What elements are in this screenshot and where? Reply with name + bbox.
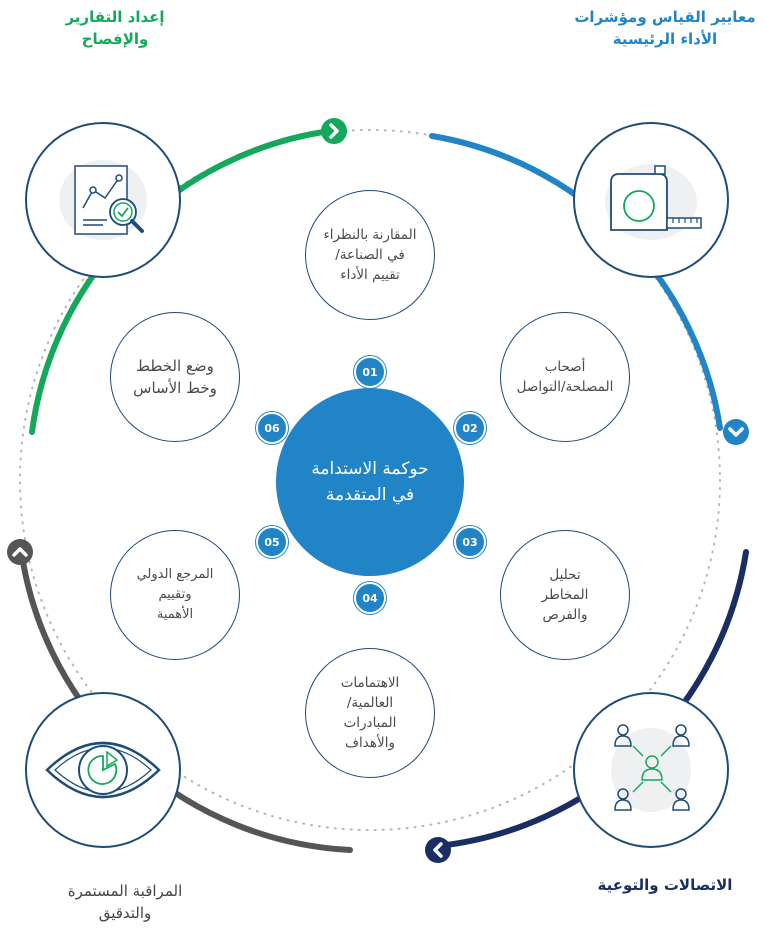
node-planning: وضع الخطط وخط الأساس	[110, 312, 240, 442]
label-monitoring-line1: المراقبة المستمرة	[67, 882, 183, 900]
node-benchmarking-line2: في الصناعة/	[335, 247, 405, 263]
label-monitoring-line2: والتدقيق	[98, 904, 152, 922]
eye-icon	[45, 741, 161, 799]
step-number-06: 06	[256, 412, 288, 444]
label-monitoring: المراقبة المستمرة والتدقيق	[20, 880, 230, 924]
center-title-line1: حوكمة الاستدامة	[311, 459, 429, 479]
node-risks: تحليل المخاطر والفرص	[500, 530, 630, 660]
step-number-01: 01	[354, 356, 386, 388]
center-title-circle: حوكمة الاستدامة في المتقدمة	[276, 388, 464, 576]
chevron-left-icon	[425, 837, 451, 863]
tape-measure-icon	[605, 164, 702, 240]
step-number-03: 03	[454, 526, 486, 558]
node-concerns-line1: الاهتمامات	[340, 675, 400, 691]
center-title-line2: في المتقدمة	[325, 485, 415, 505]
people-network-icon	[611, 724, 691, 812]
label-reporting-line2: والإفصاح	[81, 30, 149, 48]
report-icon-circle	[25, 122, 181, 278]
network-icon-circle	[573, 692, 729, 848]
report-magnifier-icon	[59, 160, 147, 240]
node-planning-line1: وضع الخطط	[136, 357, 214, 375]
label-communications: الاتصالات والتوعية	[560, 874, 765, 896]
node-benchmarking-line3: تقييم الأداء	[340, 267, 400, 283]
eye-icon-circle	[25, 692, 181, 848]
node-reference: المرجع الدولي وتقييم الأهمية	[110, 530, 240, 660]
node-risks-line1: تحليل	[549, 567, 581, 583]
label-communications-line1: الاتصالات والتوعية	[597, 876, 733, 894]
node-risks-line2: المخاطر	[541, 587, 589, 603]
node-stakeholders-line2: المصلحة/التواصل	[516, 379, 614, 395]
step-number-02: 02	[454, 412, 486, 444]
dotted-ring	[19, 129, 721, 831]
node-concerns-line3: المبادرات	[343, 715, 397, 731]
chevron-right-icon	[321, 118, 347, 144]
chevron-down-icon	[723, 419, 749, 445]
node-benchmarking: المقارنة بالنظراء في الصناعة/ تقييم الأد…	[305, 190, 435, 320]
step-number-04: 04	[354, 582, 386, 614]
node-reference-line1: المرجع الدولي	[136, 567, 214, 582]
node-risks-line3: والفرص	[542, 607, 588, 623]
step-number-05: 05	[256, 526, 288, 558]
label-reporting-line1: إعداد التقارير	[65, 8, 165, 26]
node-concerns-line4: والأهداف	[345, 735, 395, 751]
tape-icon-circle	[573, 122, 729, 278]
node-reference-line2: وتقييم	[158, 587, 192, 602]
node-stakeholders: أصحاب المصلحة/التواصل	[500, 312, 630, 442]
label-reporting: إعداد التقارير والإفصاح	[40, 6, 190, 50]
node-planning-line2: وخط الأساس	[133, 379, 217, 397]
node-benchmarking-line1: المقارنة بالنظراء	[323, 227, 417, 243]
node-concerns-line2: العالمية/	[346, 695, 394, 711]
label-metrics-line1: معايير القياس ومؤشرات	[574, 8, 756, 26]
node-reference-line3: الأهمية	[156, 607, 194, 622]
node-stakeholders-line1: أصحاب	[544, 359, 586, 375]
chevron-up-icon	[7, 539, 33, 565]
label-metrics-line2: الأداء الرئيسية	[612, 30, 718, 48]
node-concerns: الاهتمامات العالمية/ المبادرات والأهداف	[305, 648, 435, 778]
label-metrics: معايير القياس ومؤشرات الأداء الرئيسية	[555, 6, 765, 50]
